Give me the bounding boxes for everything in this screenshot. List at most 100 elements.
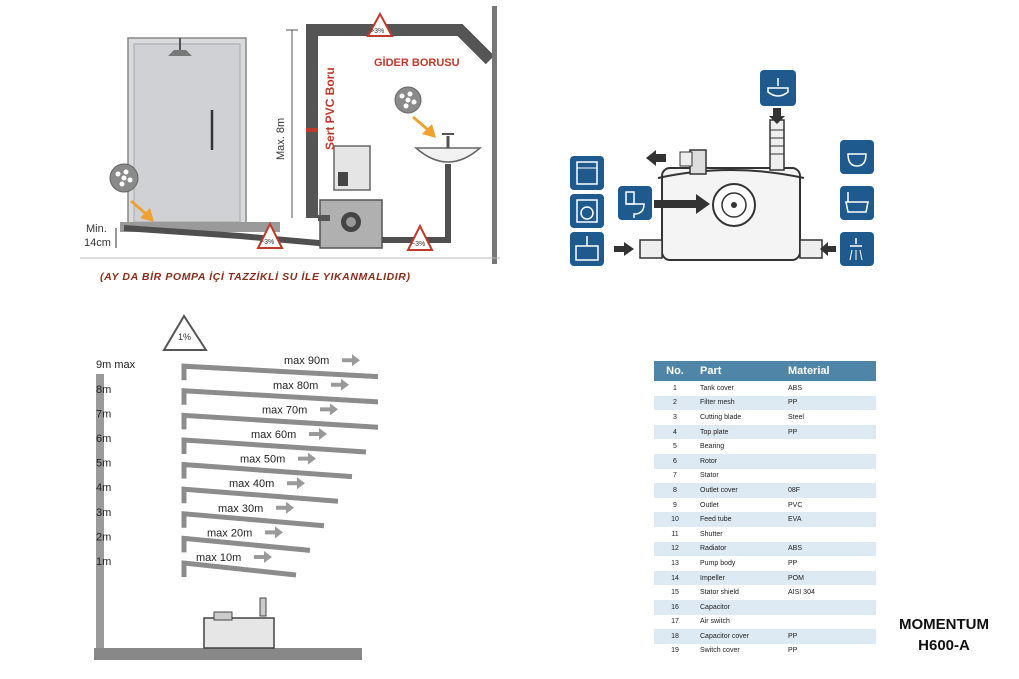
table-cell-no: 13	[654, 556, 696, 571]
table-cell-material: PP	[784, 395, 876, 411]
svg-text:~3%: ~3%	[260, 239, 274, 246]
table-cell-no: 9	[654, 497, 696, 513]
header-material: Material	[784, 361, 876, 381]
max-height-label: Max. 8m	[275, 118, 287, 160]
table-cell-part: Stator	[696, 468, 784, 484]
slope-warning-icon: ~3%	[256, 221, 284, 249]
table-cell-material	[784, 453, 876, 469]
bidet-icon	[760, 70, 796, 106]
discharge-pipe	[181, 560, 297, 578]
table-cell-no: 8	[654, 483, 696, 498]
sink-icon	[570, 232, 604, 266]
height-label: 1m	[96, 556, 111, 568]
drain-pipe-label: GİDER BORUSU	[374, 56, 460, 69]
table-cell-part: Capacitor cover	[696, 629, 784, 644]
table-cell-material: PP	[784, 556, 876, 571]
table-cell-part: Bearing	[696, 439, 784, 454]
table-cell-no: 10	[654, 512, 696, 527]
dishwasher-icon	[570, 156, 604, 190]
table-cell-material	[784, 614, 876, 630]
table-cell-part: Rotor	[696, 453, 784, 469]
water-flow-arrow-icon	[412, 116, 436, 138]
distance-arrow-icon	[287, 477, 305, 490]
min-label: Min.	[86, 223, 107, 235]
table-cell-material: 08F	[784, 483, 876, 498]
table-cell-no: 12	[654, 541, 696, 557]
table-cell-material: ABS	[784, 381, 876, 396]
height-step-arrow-icon	[96, 448, 104, 455]
distance-label: max 40m	[229, 478, 274, 490]
table-cell-part: Air switch	[696, 614, 784, 630]
table-cell-no: 6	[654, 453, 696, 469]
table-cell-no: 19	[654, 643, 696, 659]
distance-label: max 90m	[284, 355, 329, 367]
height-step-arrow-icon	[96, 521, 104, 529]
height-step-arrow-icon	[96, 398, 104, 406]
sink-drain-pipe	[382, 164, 451, 243]
shower-icon	[840, 232, 874, 266]
table-cell-part: Radiator	[696, 541, 784, 557]
slope-indicator-icon: 1%	[162, 314, 208, 351]
table-cell-no: 7	[654, 468, 696, 484]
distance-arrow-icon	[309, 428, 327, 440]
table-cell-material: PP	[784, 629, 876, 644]
water-flow-arrow-icon	[130, 200, 154, 222]
distance-label: max 60m	[251, 429, 296, 441]
height-step-arrow-icon	[96, 571, 104, 578]
table-cell-part: Shutter	[696, 526, 784, 542]
maintenance-caption: (AY DA BİR POMPA İÇİ TAZZİKLİ SU İLE YIK…	[100, 270, 411, 283]
table-cell-part: Feed tube	[696, 512, 784, 527]
height-label: 2m	[96, 531, 111, 543]
table-cell-material: Steel	[784, 410, 876, 425]
pump-unit	[203, 597, 275, 649]
arrow-right-icon	[614, 242, 634, 256]
distance-arrow-icon	[276, 501, 294, 514]
table-cell-no: 17	[654, 614, 696, 630]
height-label: 8m	[96, 384, 111, 396]
distance-arrow-icon	[342, 354, 360, 367]
sink	[414, 133, 482, 163]
table-cell-no: 18	[654, 629, 696, 644]
min-value-label: 14cm	[84, 237, 111, 249]
floor	[94, 648, 362, 660]
product-brand: MOMENTUM	[899, 616, 989, 633]
table-cell-no: 2	[654, 395, 696, 411]
table-cell-no: 16	[654, 599, 696, 615]
distance-arrow-icon	[254, 551, 272, 563]
svg-text:1%: 1%	[178, 332, 191, 342]
distance-label: max 80m	[273, 380, 318, 392]
basin-icon	[840, 140, 874, 174]
distance-arrow-icon	[320, 403, 338, 416]
height-step-arrow-icon	[96, 423, 104, 431]
shower-cabin	[120, 37, 280, 232]
distance-label: max 50m	[240, 454, 285, 466]
table-cell-part: Filter mesh	[696, 395, 784, 411]
table-cell-material: PP	[784, 424, 876, 440]
discharge-pipe	[181, 461, 353, 480]
header-no: No.	[654, 361, 696, 381]
pump-unit	[319, 145, 383, 249]
table-cell-no: 1	[654, 381, 696, 396]
distance-arrow-icon	[298, 452, 316, 465]
toilet-icon	[618, 186, 652, 220]
table-cell-material: POM	[784, 570, 876, 586]
height-step-arrow-icon	[96, 546, 104, 554]
installation-diagram: Min. 14cm ~3% Sert PVC Boru Max. 8m GİDE…	[80, 6, 500, 283]
pump-connections-diagram	[570, 70, 874, 266]
drain-filter-icon	[109, 163, 139, 193]
drain-pipe	[123, 225, 331, 247]
svg-text:~3%: ~3%	[411, 241, 425, 248]
discharge-pipe	[181, 511, 325, 529]
